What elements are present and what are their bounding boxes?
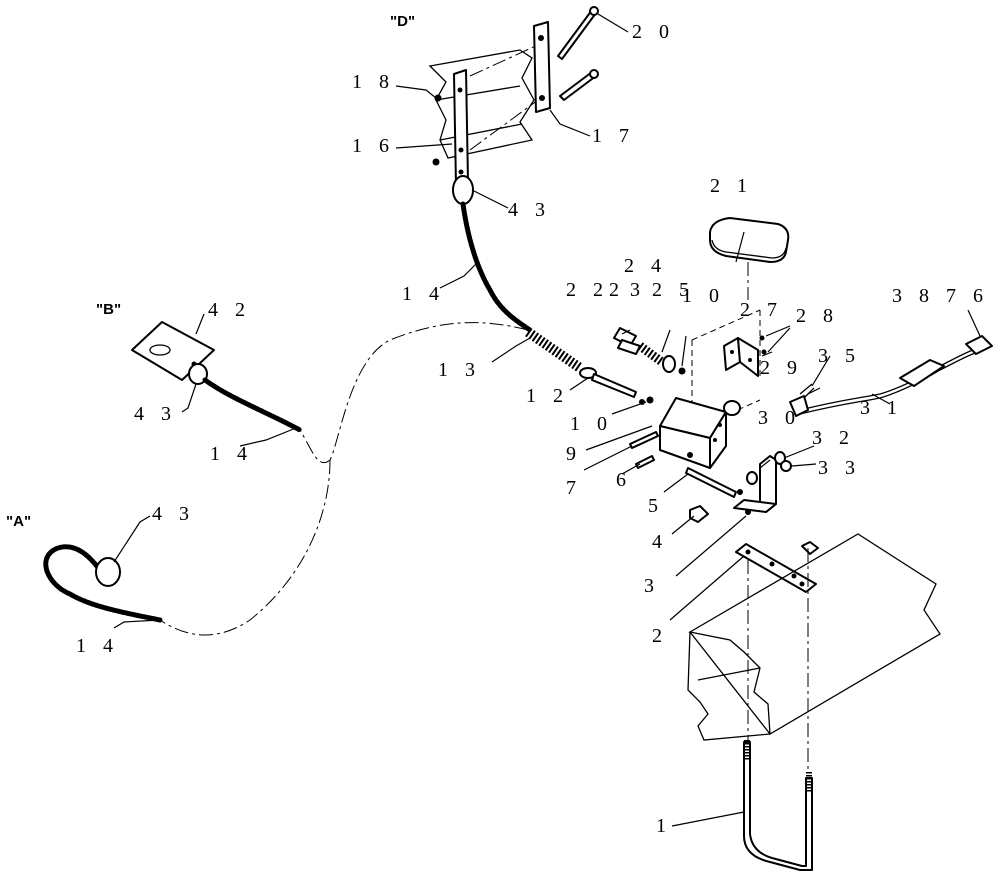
- angle-bracket-3: [733, 455, 777, 515]
- callout-14-a: 1 4: [76, 635, 119, 657]
- hidden-outline: [691, 309, 761, 431]
- callout-2: 2: [652, 625, 668, 647]
- centerline-d2: [469, 99, 539, 151]
- callout-14-main: 1 4: [402, 283, 445, 305]
- eyebolt-12: [579, 367, 637, 398]
- screw-28a: [759, 335, 765, 341]
- spring-13: [525, 327, 583, 373]
- callout-21: 2 1: [710, 175, 753, 197]
- nut-10c: [646, 396, 654, 404]
- callout-23: 3: [630, 279, 646, 301]
- view-label-a: "A": [6, 513, 31, 530]
- switch-27: [723, 337, 759, 377]
- leader-lines: [113, 13, 981, 827]
- clevis-43-b: [188, 363, 208, 385]
- chain-14-b: [202, 377, 303, 433]
- connector-30: [789, 395, 809, 417]
- chain-14-a: [43, 544, 163, 623]
- callout-7: 7: [566, 477, 582, 499]
- callout-12: 1 2: [526, 385, 569, 407]
- callout-28: 2 8: [796, 305, 839, 327]
- washer-33: [746, 471, 758, 485]
- chain-14-main: [460, 201, 533, 333]
- callout-30: 3 0: [758, 407, 801, 429]
- callout-20: 2 0: [632, 21, 675, 43]
- spring-24: [637, 342, 665, 366]
- callout-27: 2 7: [740, 299, 783, 321]
- centerline-d1: [469, 43, 541, 77]
- callout-16: 1 6: [352, 135, 395, 157]
- upper-beam-section: [428, 49, 535, 159]
- washer-25: [662, 355, 676, 373]
- callout-5: 5: [648, 495, 664, 517]
- callout-18: 1 8: [352, 71, 395, 93]
- bolt-20-lower: [559, 69, 599, 101]
- callout-14-b: 1 4: [210, 443, 253, 465]
- u-bolt-1: [743, 740, 813, 871]
- callout-35: 3 5: [818, 345, 861, 367]
- nut-30: [723, 400, 741, 416]
- nut-4: [689, 505, 709, 523]
- callout-10a: 1 0: [682, 285, 725, 307]
- strap-16: [453, 69, 469, 187]
- plate-17: [533, 21, 551, 113]
- callout-25: 2 5: [652, 279, 695, 301]
- linkage-line-b: [299, 322, 529, 463]
- nut-2-top: [801, 541, 819, 555]
- callout-6: 6: [616, 469, 632, 491]
- callout-22: 2 22: [566, 279, 625, 301]
- callout-43-a: 4 3: [152, 503, 195, 525]
- nut-18b: [432, 158, 440, 166]
- callout-1: 1: [656, 815, 672, 837]
- bolt-5: [685, 467, 737, 498]
- callout-24: 2 4: [624, 255, 667, 277]
- view-label-b: "B": [96, 301, 121, 318]
- cap-21: [709, 217, 790, 263]
- pin-6: [635, 455, 655, 469]
- washer-5: [737, 489, 743, 495]
- bolt-20-upper: [557, 6, 599, 60]
- callout-10b: 1 0: [570, 413, 613, 435]
- linkage-line-a: [159, 459, 331, 636]
- lower-beam-section: [687, 533, 941, 741]
- callout-43-d: 4 3: [508, 199, 551, 221]
- callout-17: 1 7: [592, 125, 635, 147]
- callout-31: 3 1: [860, 397, 903, 419]
- callout-9: 9: [566, 443, 582, 465]
- callout-32: 3 2: [812, 427, 855, 449]
- wire-harness-31: [799, 335, 993, 415]
- callout-labels: 2 0 1 8 1 6 1 7 4 3 1 4 1 3 1 2 4 2 4 3 …: [76, 21, 989, 837]
- sleeve-23: [617, 339, 641, 355]
- callout-36-group: 3 8 7 6: [892, 285, 989, 307]
- view-label-d: "D": [390, 13, 415, 30]
- callout-3: 3: [644, 575, 660, 597]
- nut-18: [434, 94, 442, 102]
- clevis-43-a: [95, 557, 121, 587]
- callout-33: 3 3: [818, 457, 861, 479]
- bracket-9: [659, 397, 727, 469]
- screw-28b: [761, 349, 767, 355]
- callout-42: 4 2: [208, 299, 251, 321]
- bolt-7: [629, 431, 659, 449]
- callout-4: 4: [652, 531, 668, 553]
- callout-29: 2 9: [760, 357, 803, 379]
- callout-13: 1 3: [438, 359, 481, 381]
- clevis-43-d: [452, 175, 474, 205]
- callout-43-b: 4 3: [134, 403, 177, 425]
- nut-10a: [678, 367, 686, 375]
- nut-33: [780, 460, 792, 472]
